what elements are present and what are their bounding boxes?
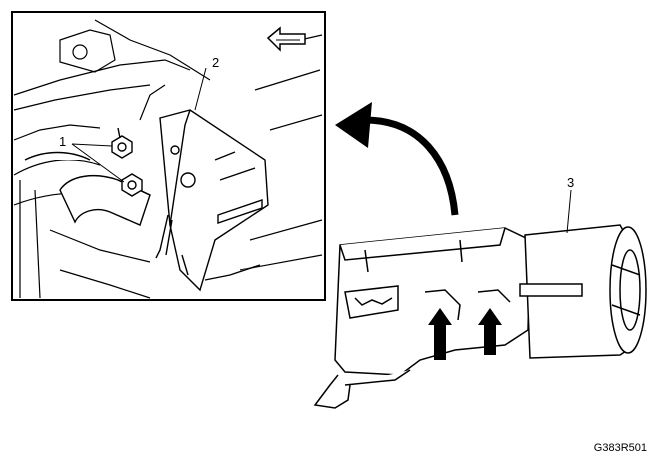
inset-nuts	[111, 127, 189, 276]
inset-leaders	[71, 67, 207, 183]
callout-2: 2	[212, 55, 220, 70]
up-arrows	[428, 308, 502, 360]
callout-3: 3	[567, 175, 575, 190]
figure-code: G383R501	[593, 442, 647, 454]
callout-1: 1	[59, 134, 67, 149]
inset-bracket	[159, 109, 269, 292]
cylinder-part	[519, 224, 647, 359]
leader-3	[566, 189, 572, 234]
inset-direction-arrow	[266, 26, 306, 52]
main-bracket	[313, 227, 531, 409]
curved-arrow	[335, 102, 459, 216]
